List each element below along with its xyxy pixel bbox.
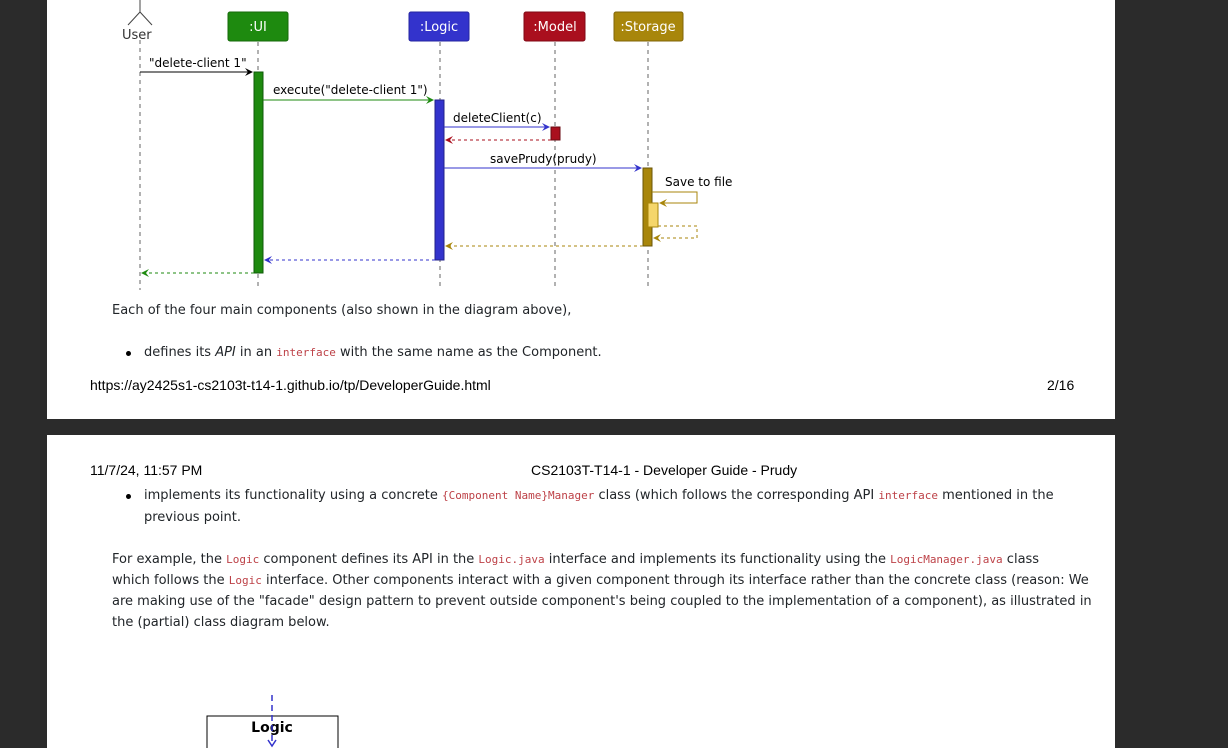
message-label-5: Save to file [665, 175, 732, 189]
message-label-4: savePrudy(prudy) [490, 152, 597, 166]
example-paragraph: For example, the Logic component defines… [112, 552, 1092, 630]
self-return-arrow [653, 225, 698, 242]
bullet-dot [126, 351, 131, 356]
model-activation-bar [550, 126, 561, 141]
pdf-page-3: 11/7/24, 11:57 PM CS2103T-T14-1 - Develo… [47, 435, 1115, 748]
logic-class-box [206, 715, 339, 748]
storage-self-activation-bar [647, 202, 659, 228]
participant-ui-label: :UI [249, 20, 267, 35]
footer-page-number: 2/16 [1047, 377, 1075, 393]
participant-logic-box [408, 11, 470, 42]
participant-model-label: :Model [533, 20, 576, 35]
message-label-3: deleteClient(c) [453, 111, 542, 125]
bullet-dot [126, 494, 131, 499]
bullet-implements-line2: previous point. [144, 510, 241, 525]
participant-storage-label: :Storage [620, 20, 675, 35]
user-actor-icon [127, 0, 153, 26]
participant-ui-box [227, 11, 289, 42]
header-date: 11/7/24, 11:57 PM [90, 462, 203, 478]
pdf-page-2: User :UI :Logic :Model :Storage "delete-… [47, 0, 1115, 419]
bullet-api-interface: defines its API in an interface with the… [144, 345, 602, 360]
logic-activation-bar [434, 99, 445, 261]
self-message-arrow [652, 191, 698, 207]
message-label-1: "delete-client 1" [149, 56, 247, 70]
participant-model-box [523, 11, 586, 42]
header-title: CS2103T-T14-1 - Developer Guide - Prudy [531, 462, 798, 478]
bullet-implements: implements its functionality using a con… [144, 488, 1054, 503]
participant-logic-label: :Logic [420, 20, 458, 35]
participant-storage-box [613, 11, 684, 42]
dependency-arrow-icon [267, 739, 277, 748]
class-diagram: Logic [206, 695, 339, 748]
ui-activation-bar [253, 71, 264, 274]
actor-label: User [122, 28, 152, 43]
components-paragraph: Each of the four main components (also s… [112, 303, 572, 318]
message-label-2: execute("delete-client 1") [273, 83, 428, 97]
sequence-diagram: User :UI :Logic :Model :Storage "delete-… [122, 0, 732, 290]
footer-url: https://ay2425s1-cs2103t-t14-1.github.io… [90, 377, 491, 393]
